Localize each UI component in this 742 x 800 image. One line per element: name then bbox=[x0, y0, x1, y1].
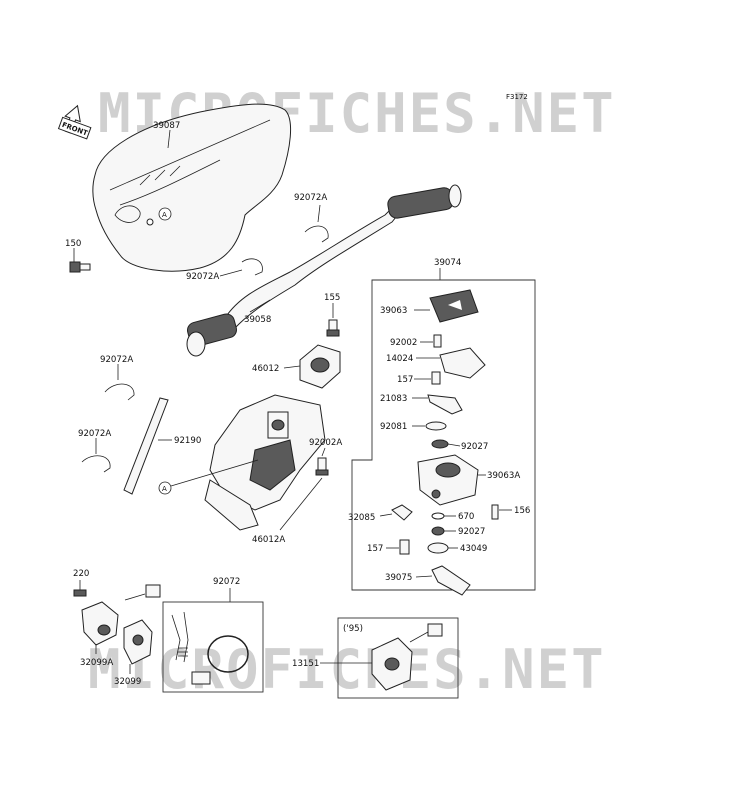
label-156: 156 bbox=[514, 506, 530, 516]
label-92002: 92002 bbox=[390, 338, 417, 348]
bolt-155-part bbox=[326, 319, 340, 337]
clamp-46012-part bbox=[299, 344, 341, 389]
bolt-157b-part bbox=[399, 539, 410, 555]
label-92072A-mid: 92072A bbox=[186, 272, 219, 282]
throttle-cap-part bbox=[429, 289, 479, 323]
screw-92002-part bbox=[433, 334, 442, 348]
label-32099A: 32099A bbox=[80, 658, 113, 668]
spring-92081-part bbox=[425, 421, 447, 431]
label-92072: 92072 bbox=[213, 577, 240, 587]
label-43049: 43049 bbox=[460, 544, 487, 554]
connector-part bbox=[145, 584, 161, 598]
gasket-14024-part bbox=[439, 347, 486, 379]
switch-13151-part bbox=[371, 623, 443, 691]
label-92027-a: 92027 bbox=[461, 442, 488, 452]
sensor-21083-part bbox=[427, 394, 463, 415]
label-157-a: 157 bbox=[397, 375, 413, 385]
washer-92027b-part bbox=[431, 526, 445, 536]
group-box-92072 bbox=[162, 601, 264, 693]
seal-43049-part bbox=[427, 542, 449, 554]
switch-32099-part bbox=[123, 619, 153, 665]
group-box-13151 bbox=[337, 617, 459, 699]
label-46012: 46012 bbox=[252, 364, 279, 374]
label-157-b: 157 bbox=[367, 544, 383, 554]
clamp-92072-part bbox=[171, 611, 249, 685]
switch-32099A-part bbox=[81, 601, 119, 646]
handlebar-cover-part: A bbox=[92, 103, 291, 272]
label-92027-b: 92027 bbox=[458, 527, 485, 537]
bolt-150-part bbox=[69, 261, 91, 273]
label-92190: 92190 bbox=[174, 436, 201, 446]
label-39075: 39075 bbox=[385, 573, 412, 583]
lever-32085-part bbox=[391, 504, 413, 521]
label-39063: 39063 bbox=[380, 306, 407, 316]
variant-note: ('95) bbox=[343, 624, 363, 634]
label-32099: 32099 bbox=[114, 677, 141, 687]
label-39074: 39074 bbox=[434, 258, 461, 268]
label-32085: 32085 bbox=[348, 513, 375, 523]
handlebar-part bbox=[186, 184, 462, 357]
label-670: 670 bbox=[458, 512, 474, 522]
label-92072A-l2: 92072A bbox=[78, 429, 111, 439]
screw-220-part bbox=[73, 589, 87, 597]
clamp-left2-part bbox=[81, 455, 111, 473]
label-39063A: 39063A bbox=[487, 471, 520, 481]
label-92081: 92081 bbox=[380, 422, 407, 432]
clamp-top-part bbox=[304, 225, 329, 243]
ref-marker-a-left: A bbox=[162, 485, 167, 493]
label-21083: 21083 bbox=[380, 394, 407, 404]
diagram-code: F3172 bbox=[506, 93, 528, 101]
label-39087: 39087 bbox=[153, 121, 180, 131]
bolt-92002A-part bbox=[315, 457, 329, 476]
front-arrow-icon: FRONT bbox=[57, 104, 92, 140]
bolt-157a-part bbox=[431, 371, 441, 385]
group-box-39074 bbox=[351, 279, 536, 591]
watermark-bottom: MICROFICHES.NET bbox=[88, 638, 606, 701]
washer-92027a-part bbox=[431, 439, 449, 449]
label-39058: 39058 bbox=[244, 315, 271, 325]
label-13151: 13151 bbox=[292, 659, 319, 669]
ref-marker-a-cover: A bbox=[162, 211, 167, 219]
screw-156-part bbox=[491, 504, 499, 520]
throttle-housing-part bbox=[417, 454, 479, 506]
hose-92190-part bbox=[123, 397, 169, 495]
bracket-assembly-part bbox=[204, 394, 326, 531]
throttle-lever-part bbox=[431, 565, 471, 596]
clamp-mid-part bbox=[241, 258, 263, 276]
label-150: 150 bbox=[65, 239, 81, 249]
label-155: 155 bbox=[324, 293, 340, 303]
clamp-left1-part bbox=[104, 383, 135, 401]
label-92072A-top: 92072A bbox=[294, 193, 327, 203]
label-14024: 14024 bbox=[386, 354, 413, 364]
label-46012A: 46012A bbox=[252, 535, 285, 545]
label-92002A: 92002A bbox=[309, 438, 342, 448]
label-220: 220 bbox=[73, 569, 89, 579]
label-92072A-l1: 92072A bbox=[100, 355, 133, 365]
oring-670-part bbox=[431, 512, 445, 520]
